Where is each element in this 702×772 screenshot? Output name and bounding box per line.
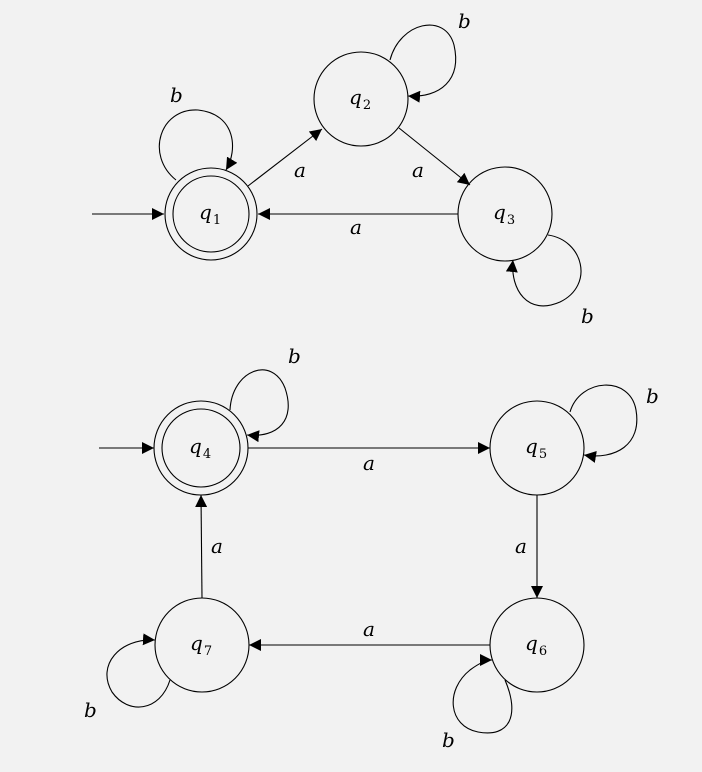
transition-label: a [515, 534, 527, 558]
svg-text:q7: q7 [190, 631, 212, 659]
state-q5: q5 [489, 400, 585, 496]
state-name: q [525, 434, 538, 458]
transition-label: a [363, 617, 375, 641]
svg-text:q5: q5 [525, 434, 547, 462]
state-name: q [190, 631, 203, 655]
state-q4: q4 [153, 400, 249, 496]
transition-q1-q2 [247, 128, 323, 187]
state-name: q [189, 434, 202, 458]
transition-q7-q4 [195, 494, 208, 599]
state-subscript: 7 [204, 644, 212, 659]
transition-label: a [211, 534, 223, 558]
state-subscript: 6 [539, 644, 547, 659]
transition-label: a [412, 158, 424, 182]
state-name: q [493, 200, 506, 224]
transition-q2-q3 [398, 127, 471, 186]
transition-label: a [294, 158, 306, 182]
state-q2: q2 [313, 51, 409, 147]
automaton-1: q1 q2 q3 b a b a a b [92, 9, 594, 328]
state-name: q [525, 631, 538, 655]
svg-text:q3: q3 [493, 200, 515, 228]
transition-q1-q1 [158, 109, 238, 181]
state-subscript: 5 [539, 447, 547, 462]
transition-label: a [363, 451, 375, 475]
svg-text:q4: q4 [189, 434, 211, 462]
accepting-ring-q4 [161, 408, 241, 488]
transition-q6-q6 [452, 654, 513, 734]
state-subscript: 1 [213, 213, 221, 228]
transition-q4-q4 [229, 369, 289, 443]
automaton-2: q4 q5 q6 q7 b a b a b [84, 344, 659, 752]
state-q3: q3 [457, 166, 553, 262]
state-q7: q7 [154, 597, 250, 693]
transition-label: b [581, 304, 594, 328]
state-subscript: 3 [507, 213, 515, 228]
transition-q3-q3 [505, 234, 582, 307]
transition-q7-q7 [106, 633, 171, 708]
svg-text:q6: q6 [525, 631, 547, 659]
transition-label: b [442, 728, 455, 752]
transition-label: b [646, 384, 659, 408]
svg-text:q2: q2 [349, 85, 371, 113]
state-subscript: 4 [203, 447, 211, 462]
transition-label: a [350, 215, 362, 239]
accepting-ring-q1 [172, 175, 250, 253]
transition-q2-q2 [389, 24, 457, 103]
transition-label: b [458, 9, 471, 33]
state-name: q [199, 200, 212, 224]
svg-text:q1: q1 [199, 200, 221, 228]
transition-label: b [170, 83, 183, 107]
transition-label: b [84, 698, 97, 722]
transition-label: b [288, 344, 301, 368]
transition-q5-q5 [569, 384, 638, 463]
state-subscript: 2 [363, 98, 371, 113]
state-q6: q6 [489, 597, 585, 693]
state-name: q [349, 85, 362, 109]
state-q1: q1 [164, 167, 258, 261]
